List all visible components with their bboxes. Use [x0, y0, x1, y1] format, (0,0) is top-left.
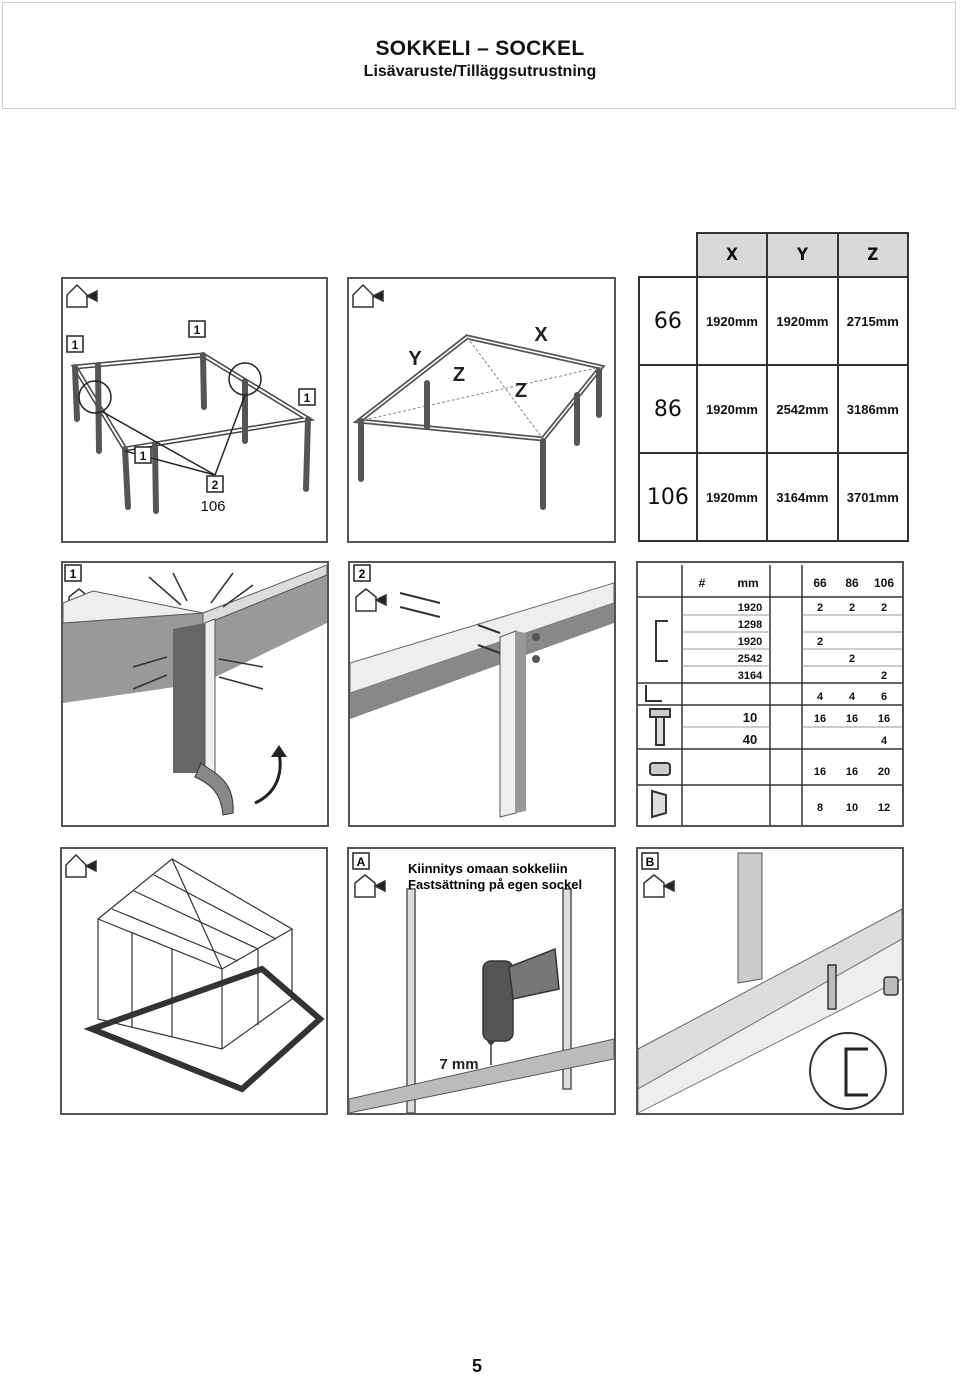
- corner-bracket-illustration: 1: [63, 564, 327, 816]
- dim-row-model: 66: [638, 276, 698, 366]
- greenhouse-icon: [355, 588, 387, 612]
- parts-qty: 20: [878, 766, 890, 778]
- parts-mm: 40: [743, 732, 757, 747]
- dim-row-model: 106: [638, 452, 698, 542]
- step1-panel: 1: [61, 561, 329, 827]
- step2-label: 2: [359, 567, 366, 581]
- part-label-1d: 1: [140, 449, 147, 463]
- dim-cell: 3701mm: [836, 452, 910, 542]
- parts-mm: 1920: [738, 636, 762, 648]
- step1-label: 1: [70, 567, 77, 581]
- greenhouse-icon: [65, 853, 97, 878]
- dim-cell: 1920mm: [766, 276, 839, 366]
- caption-line-fi: Kiinnitys omaan sokkeliin: [408, 861, 568, 876]
- parts-qty: 16: [878, 713, 890, 725]
- parts-header-86: 86: [845, 576, 859, 590]
- parts-qty: 4: [881, 735, 888, 747]
- parts-qty: 16: [814, 766, 826, 778]
- stepA-label: A: [357, 855, 366, 869]
- parts-qty: 10: [846, 802, 858, 814]
- part-label-1a: 1: [72, 338, 79, 352]
- dim-cell: 3164mm: [766, 452, 839, 542]
- greenhouse-panel: [60, 847, 328, 1115]
- measure-label-z1: Z: [453, 364, 465, 386]
- parts-qty: 2: [881, 670, 887, 682]
- greenhouse-icon: [66, 283, 98, 308]
- part-label-1b: 1: [194, 323, 201, 337]
- parts-qty: 4: [849, 691, 856, 703]
- page-title: SOKKELI – SOCKEL: [375, 37, 585, 60]
- dimension-table: X Y Z 66 1920mm 1920mm 2715mm 86 1920mm …: [638, 232, 910, 542]
- dim-cell: 2542mm: [766, 364, 839, 454]
- frame-measure-illustration: X Y Z Z: [352, 283, 606, 510]
- drill-size-label: 7 mm: [439, 1056, 478, 1073]
- dim-cell: 2715mm: [836, 276, 910, 366]
- parts-qty: 2: [849, 602, 855, 614]
- parts-mm: 1920: [738, 602, 762, 614]
- measure-label-x: X: [534, 324, 548, 346]
- measure-label-y: Y: [408, 348, 422, 370]
- parts-qty: 16: [814, 713, 826, 725]
- parts-qty: 16: [846, 766, 858, 778]
- parts-qty: 16: [846, 713, 858, 725]
- drill-caption: Kiinnitys omaan sokkeliin Fastsättning p…: [408, 861, 582, 893]
- dim-row-model: 86: [638, 364, 698, 454]
- parts-header-hash: #: [699, 576, 706, 590]
- step2-panel: 2: [348, 561, 616, 827]
- caption-line-sv: Fastsättning på egen sockel: [408, 877, 583, 892]
- page-number: 5: [471, 1356, 482, 1376]
- dim-cell: 1920mm: [695, 452, 769, 542]
- page-subtitle: Lisävaruste/Tilläggsutrustning: [363, 63, 597, 80]
- header-box: SOKKELI – SOCKEL Lisävaruste/Tilläggsutr…: [2, 2, 956, 109]
- parts-qty: 2: [881, 602, 887, 614]
- parts-mm: 10: [743, 710, 757, 725]
- parts-header-mm: mm: [737, 576, 758, 590]
- base-frame-illustration: 1 1 1 1 2 106: [66, 283, 316, 515]
- side-bracket-illustration: 2: [350, 564, 614, 818]
- dim-col-x: X: [695, 232, 769, 278]
- greenhouse-icon: [643, 874, 675, 898]
- part-label-1c: 1: [304, 391, 311, 405]
- parts-qty: 2: [817, 636, 823, 648]
- parts-qty: 2: [817, 602, 823, 614]
- dim-cell: 3186mm: [836, 364, 910, 454]
- parts-mm: 3164: [738, 670, 763, 682]
- corner-part-label: 2: [212, 478, 219, 492]
- dim-cell: 1920mm: [695, 276, 769, 366]
- greenhouse-illustration: [65, 853, 325, 1093]
- dim-col-z: Z: [836, 232, 910, 278]
- dim-col-y: Y: [766, 232, 839, 278]
- greenhouse-icon: [354, 874, 386, 898]
- measure-panel: X Y Z Z: [347, 277, 616, 543]
- parts-header-106: 106: [874, 576, 894, 590]
- drilling-illustration: A 7 mm: [349, 852, 614, 1113]
- corner-model-label: 106: [200, 498, 225, 515]
- parts-mm: 2542: [738, 653, 762, 665]
- stepA-panel: A 7 mm: [347, 847, 616, 1115]
- parts-qty: 8: [817, 802, 823, 814]
- parts-list-grid: # mm 66 86 106 1920 2 2 2 1298 1920 2 25…: [638, 565, 902, 825]
- parts-header-66: 66: [813, 576, 827, 590]
- parts-qty: 6: [881, 691, 887, 703]
- greenhouse-icon: [352, 283, 384, 308]
- parts-mm: 1298: [738, 619, 762, 631]
- parts-qty: 12: [878, 802, 890, 814]
- parts-qty: 4: [817, 691, 824, 703]
- stepB-label: B: [646, 855, 655, 869]
- parts-qty: 2: [849, 653, 855, 665]
- profile-icons: [645, 620, 671, 819]
- parts-list-panel: # mm 66 86 106 1920 2 2 2 1298 1920 2 25…: [636, 561, 904, 827]
- own-sockel-illustration: B: [638, 852, 902, 1113]
- stepB-panel: B: [636, 847, 904, 1115]
- overview-panel: 1 1 1 1 2 106: [61, 277, 328, 543]
- dim-cell: 1920mm: [695, 364, 769, 454]
- measure-label-z2: Z: [515, 380, 527, 402]
